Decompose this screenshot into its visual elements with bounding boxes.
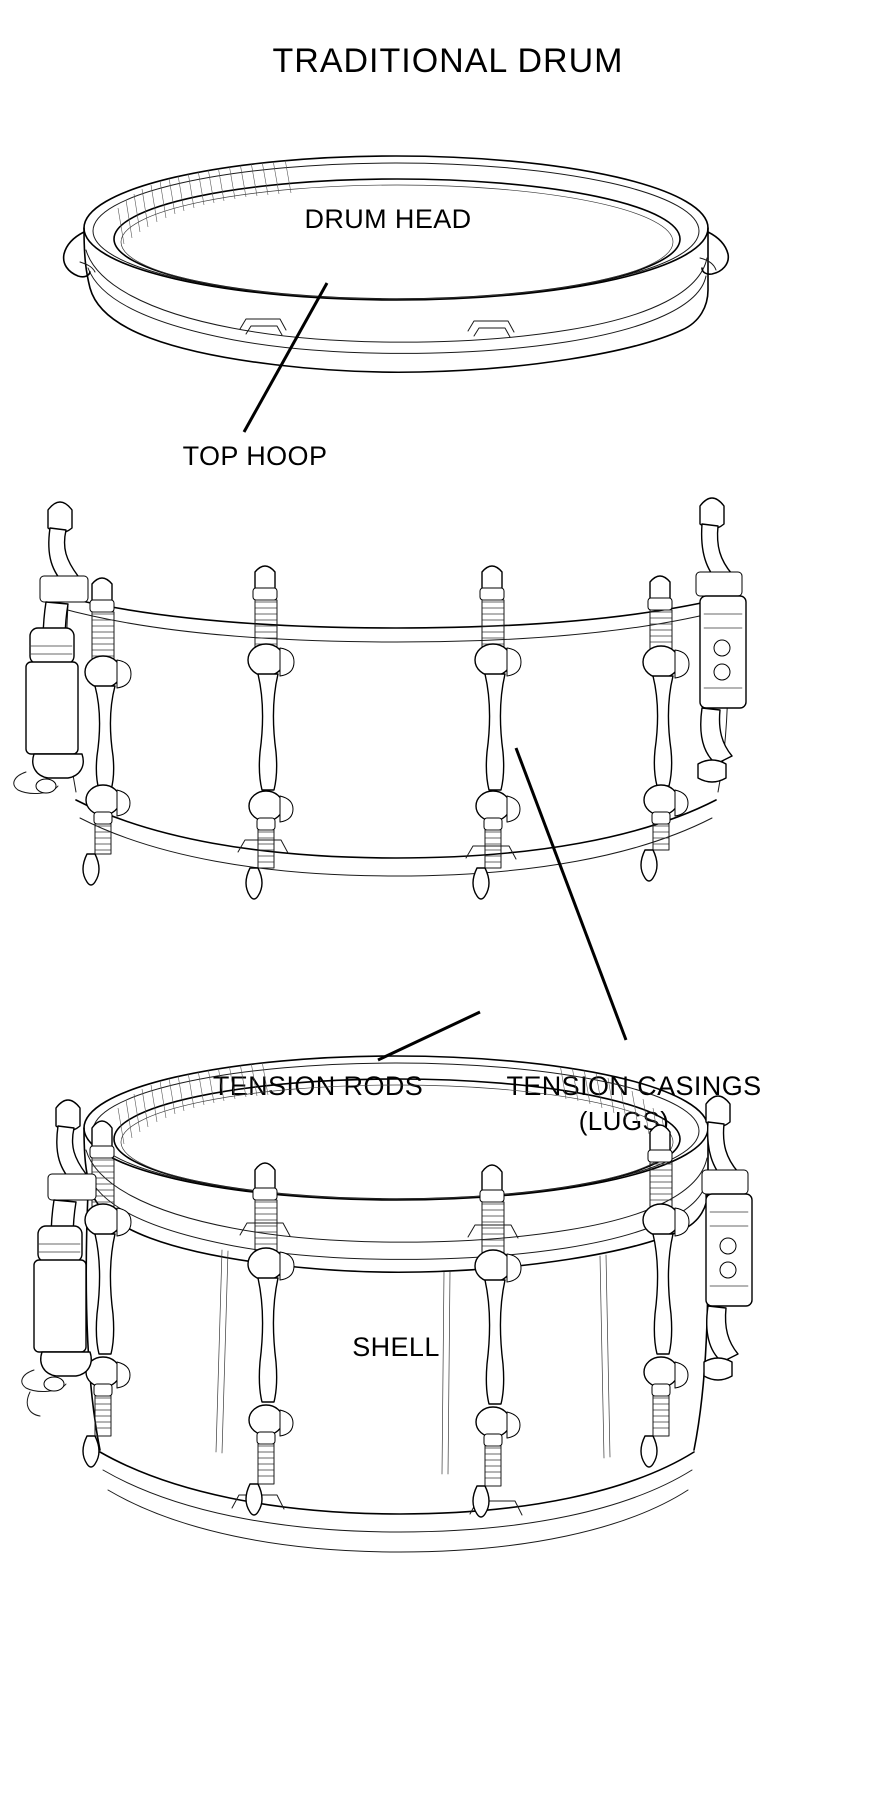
hardware-hoop-bottom-edge <box>59 607 733 643</box>
complete-lug-assembly-2 <box>245 1162 295 1516</box>
label-drum-head: DRUM HEAD <box>304 204 471 234</box>
label-top-hoop: TOP HOOP <box>183 441 328 471</box>
hoop-inner-hatching <box>117 158 292 245</box>
lug-assembly-front-3 <box>472 565 522 900</box>
shell-surface-hairlines <box>215 1249 611 1475</box>
complete-bottom-hoop-bottom <box>107 1489 689 1553</box>
label-shell: SHELL <box>352 1332 440 1362</box>
figure-top-hoop: DRUM HEAD TOP HOOP <box>62 155 730 471</box>
complete-snare-strainer-left <box>21 1099 97 1417</box>
label-tension-casings: TENSION CASINGS <box>506 1071 761 1101</box>
hardware-bottom-claw-1 <box>237 839 289 854</box>
hoop-right-ear <box>701 231 730 275</box>
complete-claw-notch-2 <box>467 1224 519 1239</box>
hoop-claw-notch-1-inner <box>245 325 283 336</box>
hardware-bottom-hoop-top <box>75 799 717 859</box>
figure-complete-drum: SHELL <box>21 1055 753 1553</box>
complete-bottom-hoop-top <box>99 1451 695 1515</box>
hoop-claw-notch-1 <box>239 318 287 331</box>
snare-strainer-left <box>13 501 89 794</box>
complete-lug-assembly-3 <box>472 1164 522 1518</box>
complete-head-inner-hairline <box>120 1084 674 1200</box>
hoop-claw-notch-2 <box>467 320 515 333</box>
leader-top-hoop <box>242 282 329 433</box>
complete-lug-assembly-4 <box>640 1124 690 1468</box>
leader-tension-casings <box>514 747 628 1041</box>
complete-bottom-hoop-mid <box>102 1469 693 1533</box>
page-title: TRADITIONAL DRUM <box>273 42 624 80</box>
figure-hardware: TENSION RODS TENSION CASINGS (LUGS) <box>13 497 761 1136</box>
lug-assembly-front-4 <box>640 575 690 882</box>
lug-assembly-front-2 <box>245 565 295 900</box>
complete-hoop-mid-band <box>85 1149 708 1243</box>
hoop-body-outline <box>83 227 709 374</box>
complete-lug-assembly-1 <box>82 1120 132 1468</box>
hoop-right-ear-detail <box>699 257 717 271</box>
label-tension-rods: TENSION RODS <box>213 1071 423 1101</box>
hoop-left-ear-detail <box>79 261 96 273</box>
drum-head-inner-hairline <box>120 184 674 300</box>
hoop-left-ear <box>62 231 91 278</box>
leader-tension-rods <box>377 1010 481 1062</box>
hoop-mid-band <box>85 249 708 343</box>
complete-claw-notch-1 <box>239 1222 291 1237</box>
hardware-bottom-claw-2 <box>465 845 517 860</box>
hardware-hoop-top-edge <box>59 595 733 629</box>
hardware-bottom-hoop-bottom <box>79 817 713 877</box>
lug-assembly-front-1 <box>82 577 132 886</box>
snare-butt-right <box>695 497 747 783</box>
complete-snare-butt-right <box>701 1095 753 1381</box>
complete-hoop-lower-band <box>87 1173 707 1260</box>
hoop-claw-notch-2-inner <box>473 327 511 338</box>
drum-head-opening <box>113 178 681 300</box>
hoop-lower-band <box>87 267 707 354</box>
